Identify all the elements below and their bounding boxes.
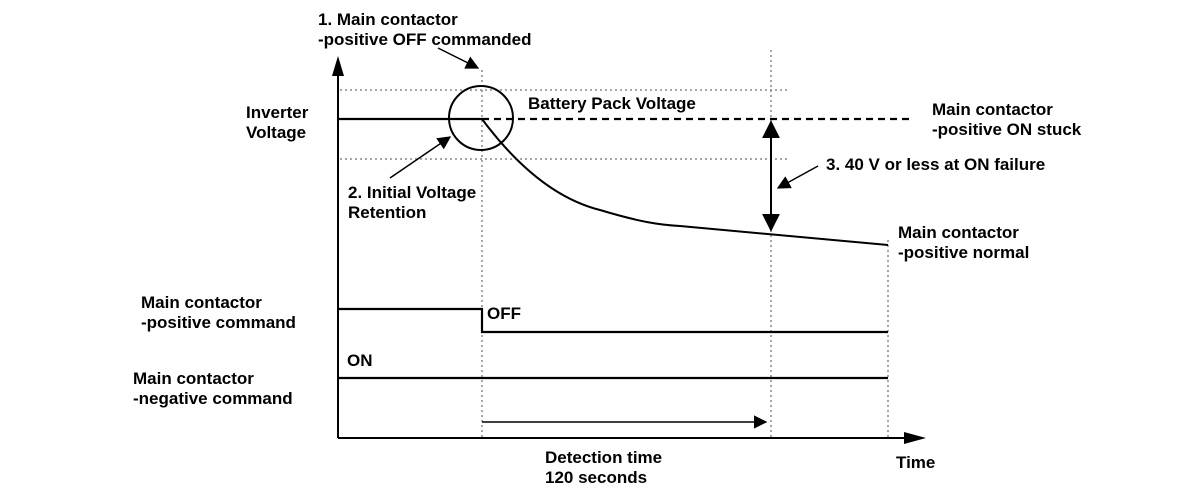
x-axis-arrow-icon [904, 432, 926, 444]
y-axis-arrow-icon [332, 56, 344, 76]
initial-retention-circle [448, 85, 514, 151]
initial-retention-label: 2. Initial Voltage Retention [348, 183, 476, 223]
positive-command-label: Main contactor -positive command [141, 293, 296, 333]
threshold-label: 3. 40 V or less at ON failure [826, 155, 1046, 174]
initial-retention-line1: 2. Initial Voltage [348, 183, 477, 202]
positive-command-line2: -positive command [141, 313, 296, 332]
normal-line2: -positive normal [898, 243, 1030, 262]
off-state-label: OFF [487, 304, 521, 323]
on-state-label: ON [347, 351, 373, 370]
off-commanded-line2: -positive OFF commanded [318, 30, 532, 49]
inverter-voltage-line1: Inverter [246, 103, 309, 122]
detection-time-label: Detection time 120 seconds [545, 448, 662, 488]
inverter-voltage-label: Inverter Voltage [246, 103, 308, 143]
battery-pack-voltage-label: Battery Pack Voltage [528, 94, 696, 113]
off-commanded-label: 1. Main contactor -positive OFF commande… [318, 10, 531, 50]
detection-time-line1: Detection time [545, 448, 663, 467]
negative-command-line1: Main contactor [133, 369, 254, 388]
normal-line1: Main contactor [898, 223, 1019, 242]
on-stuck-line1: Main contactor [932, 100, 1053, 119]
inverter-voltage-line2: Voltage [246, 123, 307, 142]
initial-retention-callout-arrow [389, 136, 452, 179]
positive-command-trace [338, 307, 888, 334]
detection-time-line2: 120 seconds [545, 468, 648, 487]
negative-command-label: Main contactor -negative command [133, 369, 293, 409]
off-commanded-callout-arrow [437, 47, 480, 69]
on-stuck-line2: -positive ON stuck [932, 120, 1082, 139]
off-commanded-line1: 1. Main contactor [318, 10, 458, 29]
threshold-callout-arrow [776, 165, 819, 189]
positive-command-line1: Main contactor [141, 293, 262, 312]
normal-decay-trace [481, 118, 889, 246]
normal-label: Main contactor -positive normal [898, 223, 1029, 263]
initial-retention-line2: Retention [348, 203, 427, 222]
time-axis-label: Time [896, 453, 936, 472]
on-stuck-label: Main contactor -positive ON stuck [932, 100, 1081, 140]
negative-command-line2: -negative command [133, 389, 293, 408]
